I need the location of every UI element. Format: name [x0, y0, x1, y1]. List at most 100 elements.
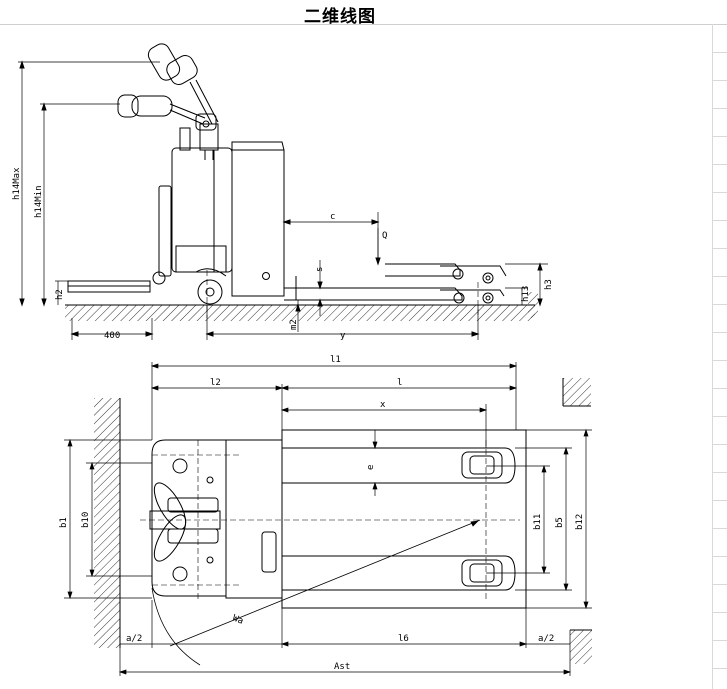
drawing-title: 二维线图 [304, 7, 376, 27]
label-s: s [315, 267, 325, 272]
sheet-grid-line [712, 108, 727, 109]
label-wa: Wa [231, 614, 245, 627]
dim-a2-right [526, 630, 571, 676]
dim-m2 [295, 300, 301, 332]
tiller-handle-lowered [117, 94, 217, 131]
truck-body [158, 127, 285, 297]
ground-line [65, 304, 535, 321]
dim-e [372, 430, 378, 496]
sheet-grid-line [712, 444, 727, 445]
centre-lines-top [140, 440, 520, 600]
label-h3: h3 [544, 279, 554, 290]
sheet-grid-line [712, 192, 727, 193]
dim-h13 [505, 287, 528, 305]
wall-right-top [562, 378, 591, 407]
dim-l6 [152, 608, 528, 648]
dim-x [280, 404, 488, 448]
top-view-labels: l1 l2 l x e b1 b10 b11 b5 b12 a/2 l6 a/2… [59, 355, 585, 672]
label-b5: b5 [555, 517, 565, 528]
dim-b10 [86, 461, 152, 578]
label-x: x [380, 400, 386, 410]
tiller-handle-raised [147, 43, 219, 125]
dim-h2-left [55, 280, 68, 305]
turning-radius-arc [151, 519, 481, 666]
dim-b11 [486, 464, 550, 575]
dim-b1 [64, 438, 152, 600]
dim-l [280, 385, 518, 391]
sheet-grid-line [712, 220, 727, 221]
sheet-grid-line [712, 584, 727, 585]
label-l: l [397, 378, 402, 388]
sheet-grid-line [712, 612, 727, 613]
sheet-grid-line [712, 52, 727, 53]
label-h2: h2 [55, 289, 65, 300]
label-b10: b10 [81, 512, 91, 528]
side-view-labels: h14Max h14Min h2 400 y c Q s m2 h13 h3 [12, 167, 554, 341]
dim-b5 [515, 446, 572, 592]
sheet-grid-line [712, 500, 727, 501]
label-h13: h13 [521, 286, 531, 302]
title-bar: 二维线图 [0, 0, 727, 27]
label-400: 400 [104, 331, 120, 341]
sheet-grid-line [712, 332, 727, 333]
fork-lowered [284, 276, 505, 304]
drive-wheel [195, 268, 227, 305]
label-l6: l6 [398, 634, 409, 644]
dim-l1 [150, 362, 518, 440]
sheet-grid-line [712, 248, 727, 249]
label-h14min: h14Min [34, 185, 44, 218]
dim-h14min [40, 102, 120, 307]
label-b12: b12 [575, 514, 585, 530]
sheet-grid-line [712, 416, 727, 417]
dim-ast [118, 669, 572, 675]
label-e: e [366, 465, 376, 470]
pallet-outline [281, 429, 527, 609]
label-h14max: h14Max [12, 167, 22, 200]
label-m2: m2 [289, 319, 299, 330]
label-a2-right: a/2 [538, 634, 554, 644]
sheet-grid-line [712, 80, 727, 81]
sheet-grid-line [712, 276, 727, 277]
sheet-grid-line [712, 304, 727, 305]
top-view [64, 362, 592, 676]
dim-a2-left [119, 600, 153, 676]
dim-b12 [526, 428, 592, 610]
fork-left-top [282, 447, 516, 484]
label-b11: b11 [533, 514, 543, 530]
ground-hatch-right [528, 292, 538, 318]
label-l2: l2 [210, 378, 221, 388]
dim-h14max [18, 60, 160, 307]
sheet-grid-line [712, 668, 727, 669]
sheet-grid-line [712, 528, 727, 529]
sheet-grid-line [712, 360, 727, 361]
sheet-grid-line [712, 640, 727, 641]
caster-wheel [152, 271, 166, 285]
dim-s [317, 260, 323, 316]
dim-l2 [150, 384, 284, 430]
sheet-grid-line [712, 556, 727, 557]
sheet-grid-line [712, 164, 727, 165]
wall-right-bottom [570, 629, 592, 664]
side-view [18, 43, 548, 340]
fork-raised [385, 263, 507, 284]
load-arrow-q [375, 228, 381, 266]
truck-body-top [149, 439, 283, 599]
sheet-grid-line [712, 388, 727, 389]
label-c: c [330, 212, 335, 222]
centre-lines [206, 270, 479, 318]
dim-h3 [505, 262, 548, 307]
operator-platform [67, 280, 151, 293]
label-y: y [340, 331, 346, 341]
dim-400 [70, 318, 154, 340]
sheet-grid-line [712, 472, 727, 473]
tiller-arm [199, 123, 219, 160]
sheet-grid-line [712, 136, 727, 137]
sheet-grid-edge [712, 24, 713, 689]
label-ast: Ast [334, 662, 350, 672]
fork-right-top [282, 555, 516, 591]
label-q: Q [382, 231, 387, 241]
wall-left [94, 398, 121, 648]
label-l1: l1 [330, 355, 341, 365]
label-a2-left: a/2 [126, 634, 142, 644]
